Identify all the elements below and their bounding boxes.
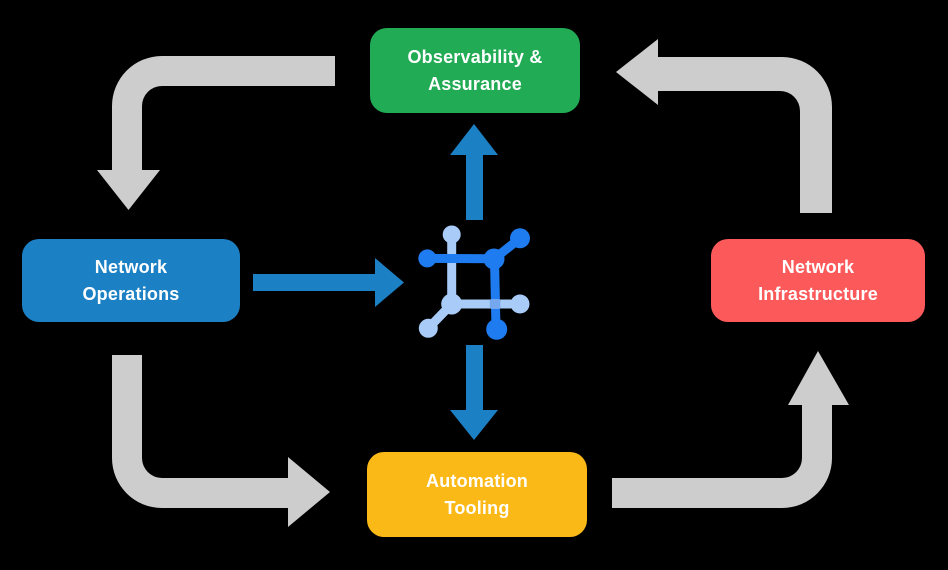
icon-hub-topright-dark — [483, 248, 505, 270]
node-automation-label: Automation Tooling — [426, 471, 528, 518]
arrow-center-to-automation — [450, 345, 498, 440]
node-operations-label: Network Operations — [82, 257, 180, 304]
node-observability-label: Observability & Assurance — [407, 47, 543, 94]
arrow-observability-to-operations — [97, 56, 335, 210]
icon-node-bottomleft-light — [418, 318, 438, 338]
icon-hub-bottomleft-light — [441, 293, 463, 315]
arrow-operations-to-center — [253, 258, 404, 307]
arrow-infrastructure-to-observability — [616, 39, 832, 213]
node-network-operations: Network Operations — [22, 239, 240, 322]
arrow-operations-to-automation — [112, 355, 330, 527]
node-network-infrastructure: Network Infrastructure — [711, 239, 925, 322]
node-infrastructure-label: Network Infrastructure — [758, 257, 878, 304]
node-automation-tooling: Automation Tooling — [367, 452, 587, 537]
icon-node-bottom-dark — [486, 318, 508, 340]
icon-node-left-dark — [418, 249, 437, 268]
icon-junction-marker — [489, 299, 501, 309]
network-topology-icon — [418, 225, 530, 340]
arrow-center-to-observability — [450, 124, 498, 220]
arrow-automation-to-infrastructure — [612, 351, 849, 508]
node-observability-assurance: Observability & Assurance — [370, 28, 580, 113]
icon-node-right-light — [510, 294, 530, 314]
icon-node-top-light — [442, 225, 461, 244]
icon-node-topright-dark — [510, 228, 530, 249]
